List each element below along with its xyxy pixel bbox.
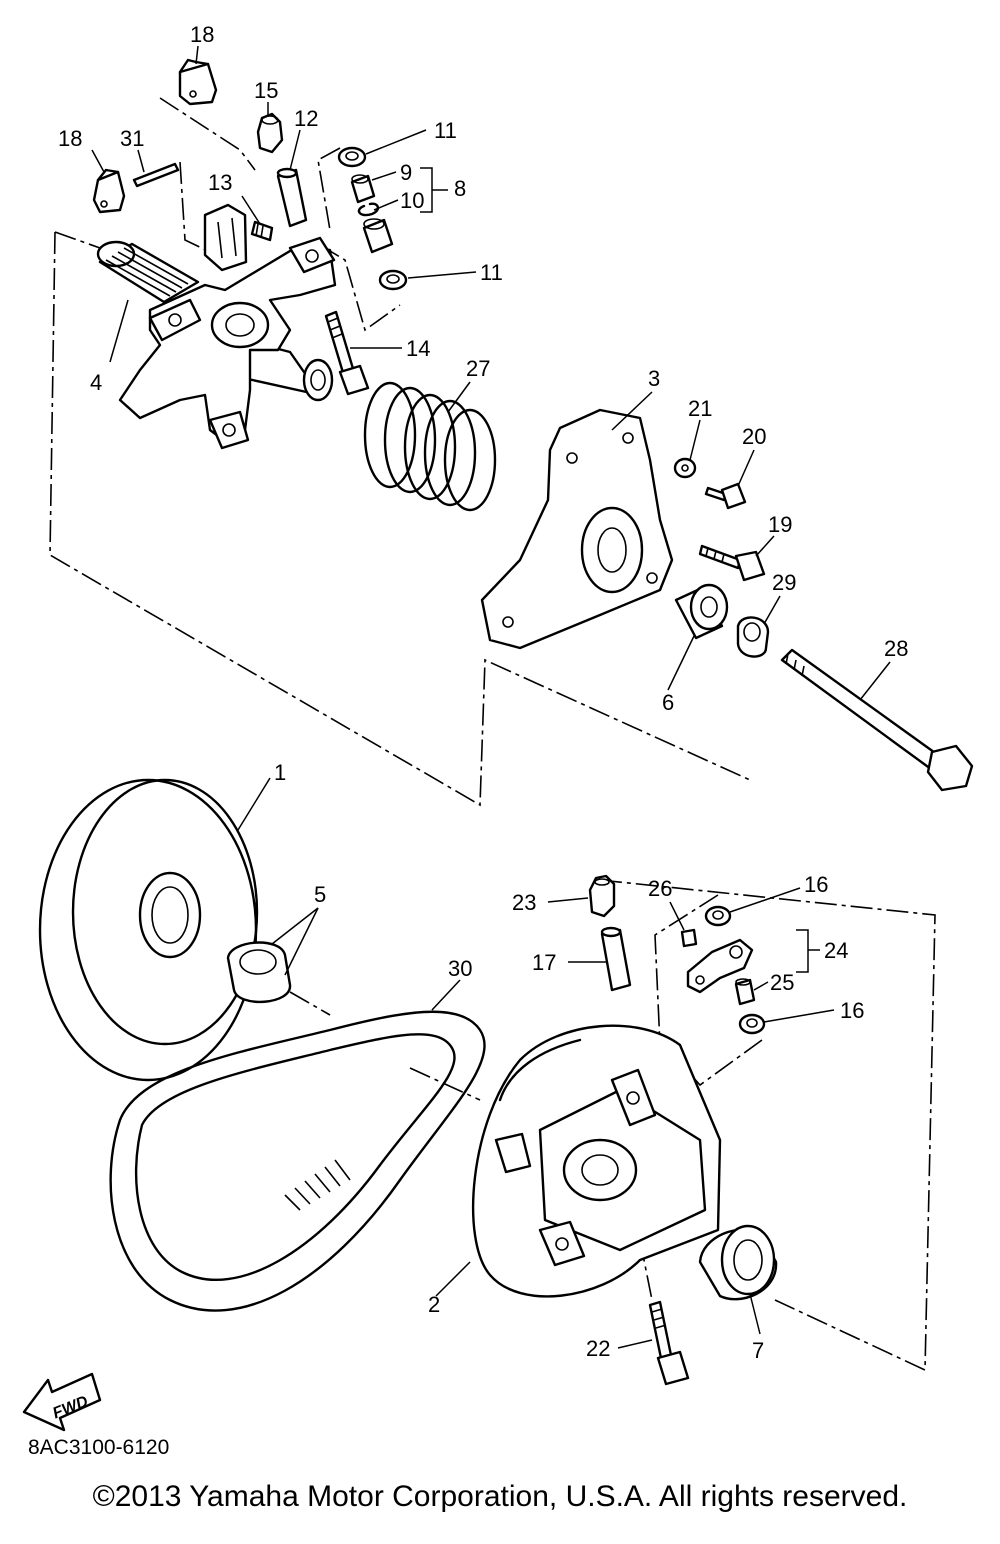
- callout-10: 10: [400, 188, 424, 213]
- callout-12: 12: [294, 106, 318, 131]
- forward-direction-arrow: FWD: [22, 1372, 102, 1432]
- callout-17: 17: [532, 950, 556, 975]
- callout-18-upper: 18: [190, 22, 214, 47]
- part-30-v-belt: [109, 1010, 486, 1312]
- callout-8: 8: [454, 176, 466, 201]
- callout-3: 3: [648, 366, 660, 391]
- part-group-brackets: [420, 167, 820, 973]
- part-23-cap-nut: [588, 874, 616, 918]
- part-26-screw: [680, 928, 698, 948]
- part-11-washer-lower: [378, 269, 408, 291]
- part-28-long-bolt: [780, 648, 974, 792]
- callout-24: 24: [824, 938, 848, 963]
- callout-16-upper: 16: [804, 872, 828, 897]
- callout-31: 31: [120, 126, 144, 151]
- part-16-washer-upper: [704, 905, 732, 927]
- callout-leader-lines: [91, 45, 891, 1349]
- callout-11-lower: 11: [480, 260, 503, 285]
- part-2-movable-sheave: [471, 1024, 722, 1298]
- part-22-bolt: [648, 1300, 690, 1386]
- part-18-slider-upper: [178, 58, 218, 106]
- callout-26: 26: [648, 876, 672, 901]
- callout-5: 5: [314, 882, 326, 907]
- part-14-bolt: [324, 310, 370, 396]
- part-8-roller-collar: [362, 218, 394, 254]
- callout-9: 9: [400, 160, 412, 185]
- part-31-pin: [132, 162, 180, 188]
- part-24-weight-arm: [686, 938, 754, 994]
- part-16-washer-lower: [738, 1013, 766, 1035]
- part-9-roller: [350, 174, 376, 204]
- callout-19: 19: [768, 512, 792, 537]
- part-21-washer: [673, 457, 697, 479]
- callout-numbers: 18 15 12 18 31 11 9 13 8 10 11 14 27 4 3…: [58, 22, 908, 1363]
- callout-6: 6: [662, 690, 674, 715]
- part-15-cap-nut: [256, 112, 284, 154]
- callout-22: 22: [586, 1336, 610, 1361]
- callout-30: 30: [448, 956, 472, 981]
- callout-11-upper: 11: [434, 118, 457, 143]
- catalog-code: 8AC3100-6120: [28, 1436, 170, 1459]
- copyright-notice: ©2013 Yamaha Motor Corporation, U.S.A. A…: [92, 1480, 908, 1513]
- part-4-spider-shaft: [96, 203, 337, 450]
- callout-14: 14: [406, 336, 430, 361]
- callout-16-lower: 16: [840, 998, 864, 1023]
- callout-18-lower: 18: [58, 126, 82, 151]
- part-5-spacer: [226, 941, 292, 1003]
- part-29-collar: [736, 616, 770, 658]
- callout-15: 15: [254, 78, 278, 103]
- part-13-set-screw: [250, 220, 274, 242]
- part-6-bushing: [674, 583, 729, 640]
- part-7-bushing: [698, 1224, 778, 1301]
- part-17-collar-pin: [600, 926, 632, 992]
- part-19-bolt: [698, 544, 766, 582]
- callout-28: 28: [884, 636, 908, 661]
- callout-25: 25: [770, 970, 794, 995]
- callout-1: 1: [274, 760, 286, 785]
- callout-23: 23: [512, 890, 536, 915]
- part-20-bolt: [704, 482, 747, 510]
- part-1-fixed-sheave: [38, 778, 259, 1082]
- callout-21: 21: [688, 396, 712, 421]
- part-11-washer-upper: [337, 146, 367, 168]
- part-12-collar-pin: [276, 167, 308, 228]
- part-27-spring: [363, 381, 497, 512]
- callout-2: 2: [428, 1292, 440, 1317]
- part-25-roller: [734, 978, 756, 1006]
- part-18-slider-lower: [92, 168, 126, 214]
- callout-4: 4: [90, 370, 102, 395]
- callout-27: 27: [466, 356, 490, 381]
- callout-7: 7: [752, 1338, 764, 1363]
- callout-20: 20: [742, 424, 766, 449]
- part-3-cam-cover: [480, 408, 674, 650]
- callout-29: 29: [772, 570, 796, 595]
- part-10-clip: [357, 202, 380, 217]
- callout-13: 13: [208, 170, 232, 195]
